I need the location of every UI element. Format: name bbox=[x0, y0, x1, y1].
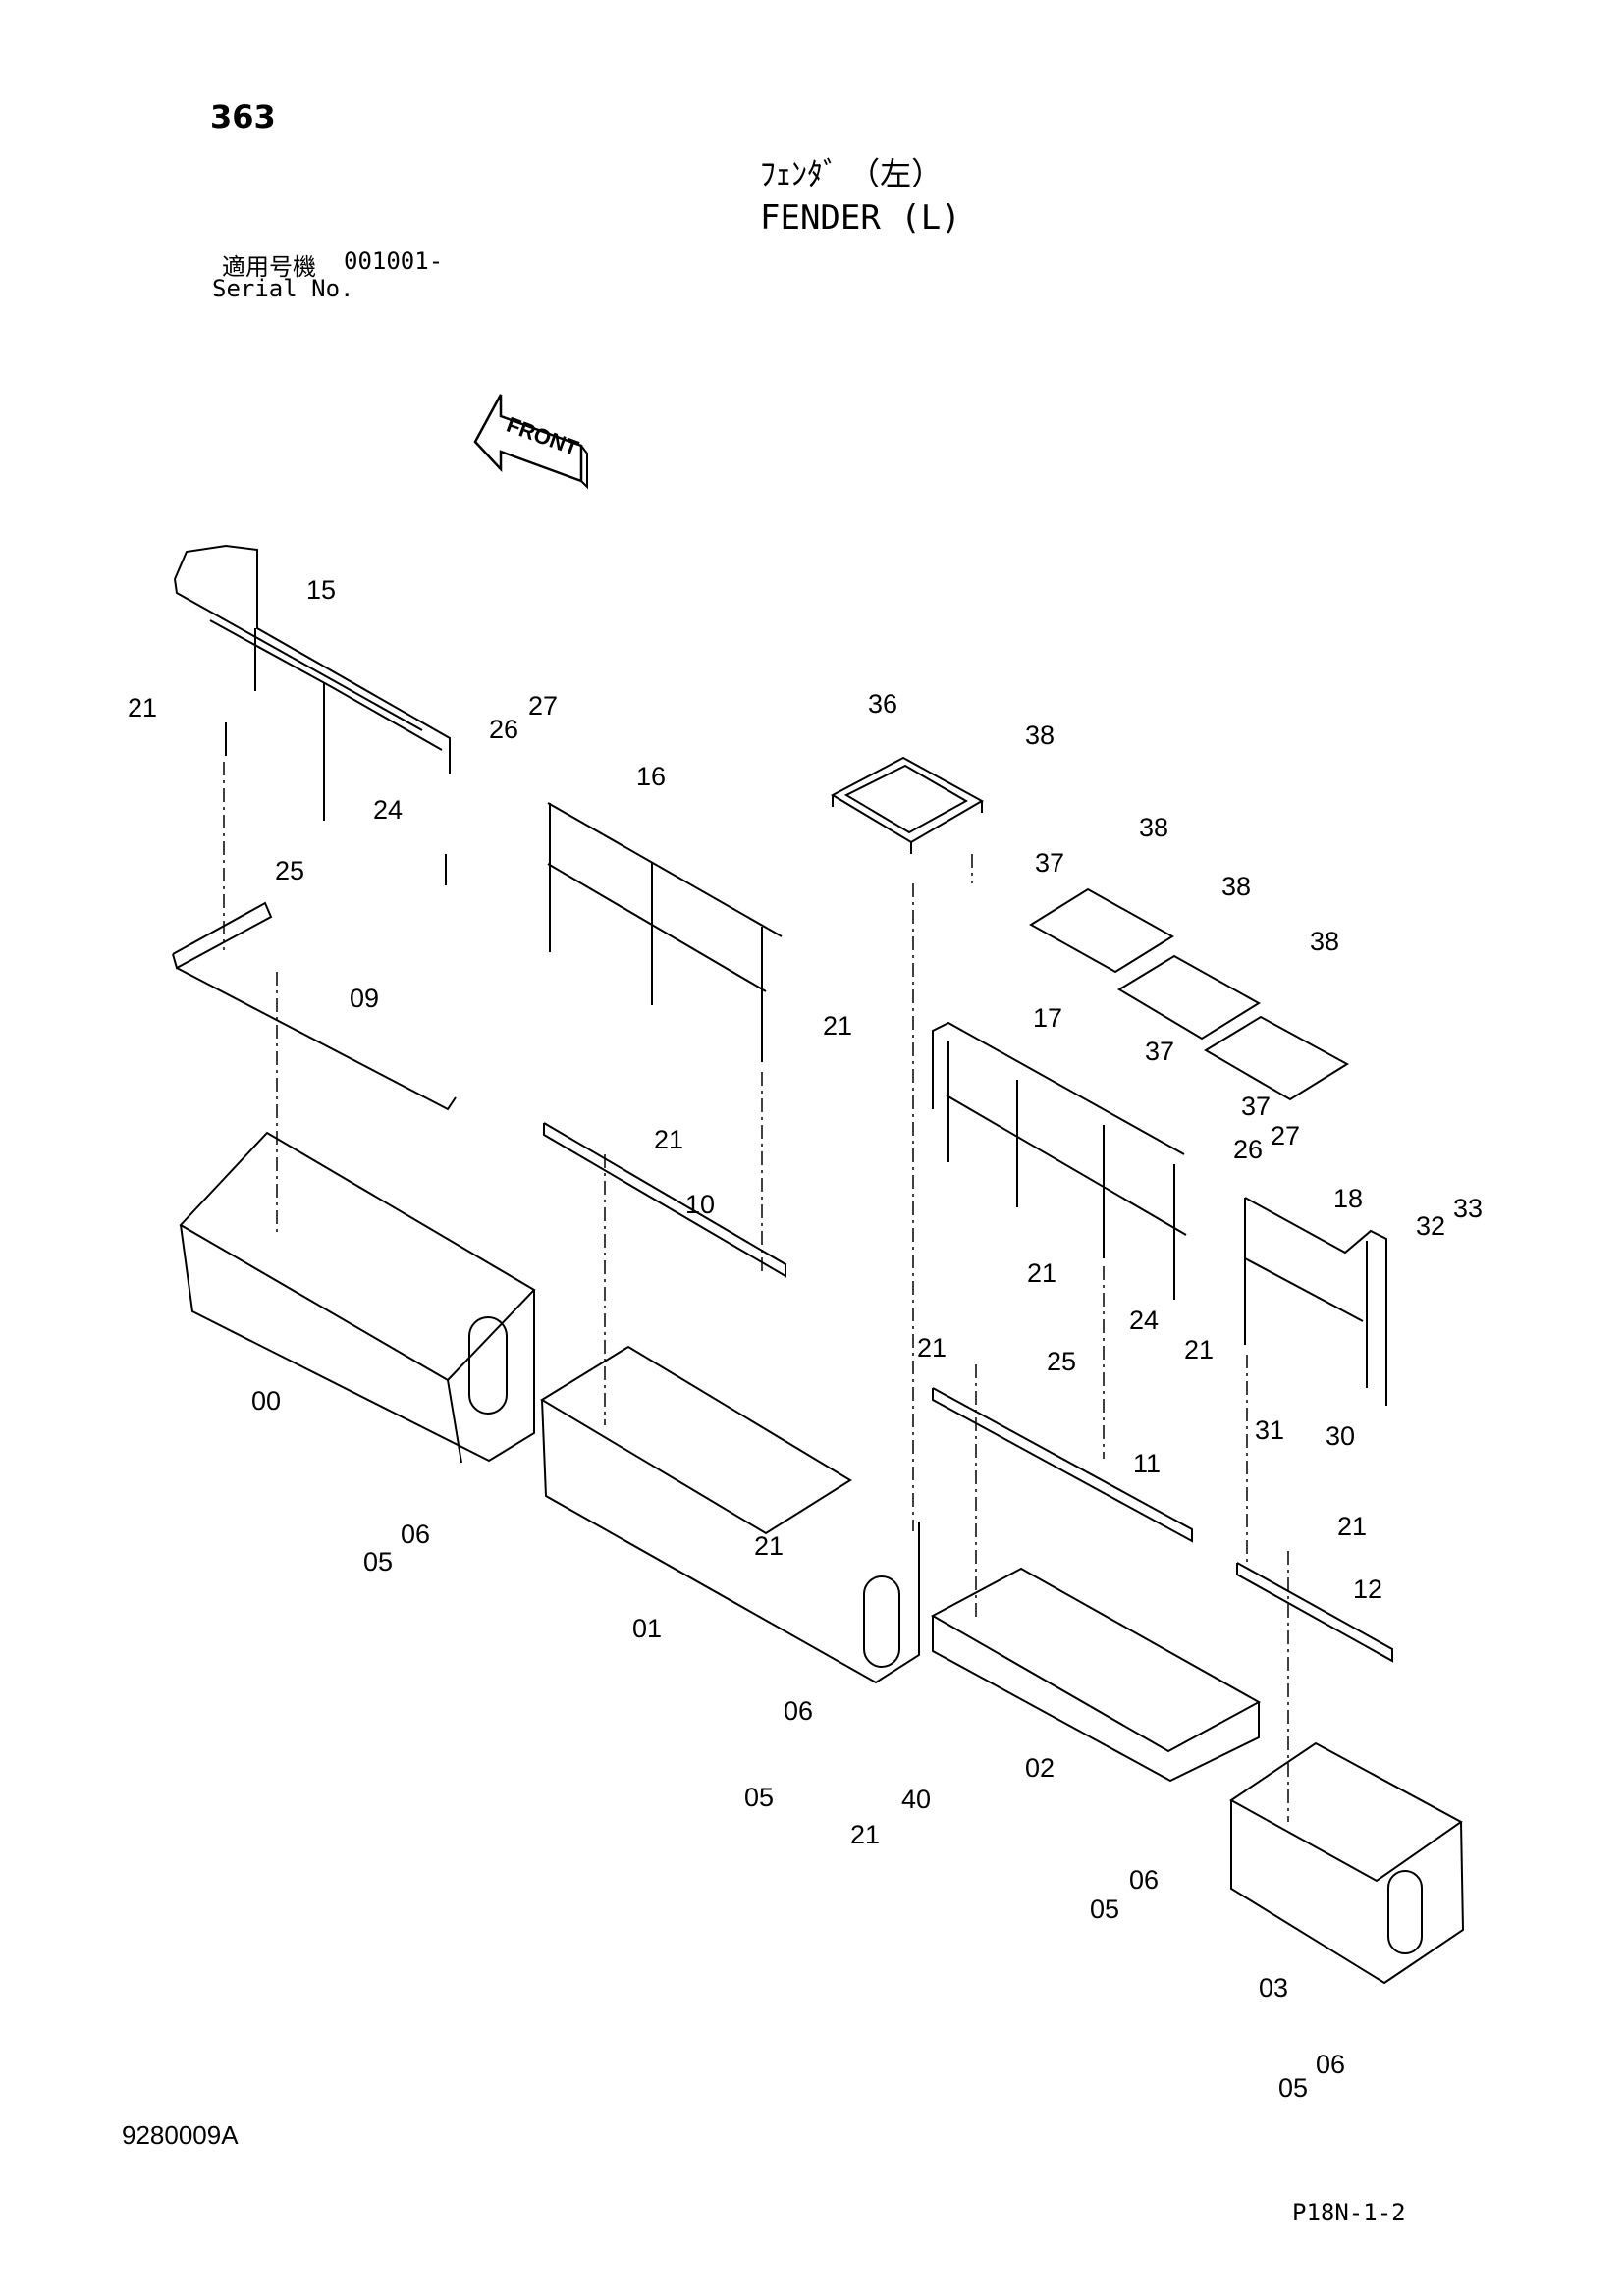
part-label: 37 bbox=[1145, 1037, 1174, 1066]
part-label: 24 bbox=[373, 795, 403, 825]
part-label: 02 bbox=[1025, 1753, 1055, 1783]
part-label: 21 bbox=[823, 1011, 852, 1041]
part-label: 03 bbox=[1259, 1973, 1288, 2002]
part-label: 38 bbox=[1139, 813, 1168, 842]
serial-label-english: Serial No. bbox=[212, 275, 354, 302]
part-label: 17 bbox=[1033, 1003, 1062, 1033]
part-label: 21 bbox=[1337, 1512, 1367, 1541]
part-label: 15 bbox=[306, 575, 336, 605]
part-label: 09 bbox=[350, 984, 379, 1013]
part-label: 06 bbox=[784, 1696, 813, 1726]
title-english: FENDER (L) bbox=[760, 198, 961, 238]
part-label: 24 bbox=[1129, 1306, 1159, 1335]
fender-box-part bbox=[540, 1345, 920, 1684]
part-label: 21 bbox=[754, 1531, 784, 1561]
serial-value: 001001- bbox=[344, 247, 444, 275]
part-labels: 15 21 26 27 24 25 16 36 38 21 09 37 38 3… bbox=[128, 575, 1483, 2103]
part-label: 01 bbox=[632, 1614, 662, 1643]
part-label: 32 bbox=[1416, 1211, 1445, 1241]
part-label: 30 bbox=[1326, 1421, 1355, 1451]
rail-part bbox=[1236, 1562, 1393, 1663]
part-label: 05 bbox=[744, 1783, 774, 1812]
handrail-part bbox=[932, 1021, 1187, 1300]
front-arrow-icon: FRONT bbox=[473, 394, 588, 490]
part-label: 25 bbox=[275, 856, 304, 885]
part-label: 05 bbox=[1278, 2073, 1308, 2103]
part-label: 16 bbox=[636, 762, 666, 791]
part-label: 06 bbox=[1316, 2050, 1345, 2079]
part-label: 26 bbox=[489, 715, 518, 744]
part-label: 21 bbox=[654, 1125, 683, 1154]
rail-part bbox=[172, 901, 457, 1111]
part-label: 38 bbox=[1025, 721, 1055, 750]
part-label: 38 bbox=[1221, 872, 1251, 901]
part-label: 05 bbox=[1090, 1895, 1119, 1924]
part-label: 27 bbox=[1271, 1121, 1300, 1150]
handrail-part bbox=[174, 544, 451, 885]
part-label: 12 bbox=[1353, 1575, 1382, 1604]
part-label: 36 bbox=[868, 689, 897, 719]
rail-part bbox=[932, 1387, 1193, 1543]
serial-label-japanese: 適用号機 bbox=[222, 253, 316, 281]
grating-part bbox=[1029, 887, 1349, 1101]
title-japanese: ﾌｪﾝﾀﾞ （左） bbox=[760, 155, 944, 192]
part-label: 18 bbox=[1333, 1184, 1363, 1213]
document-code: 9280009A bbox=[122, 2120, 239, 2150]
rail-part bbox=[543, 1122, 786, 1278]
part-label: 38 bbox=[1310, 927, 1339, 956]
part-label: 06 bbox=[401, 1520, 430, 1549]
part-label: 40 bbox=[901, 1785, 931, 1814]
part-label: 05 bbox=[363, 1547, 393, 1576]
frame-part bbox=[930, 1567, 1262, 1783]
part-label: 33 bbox=[1453, 1194, 1483, 1223]
part-label: 21 bbox=[1184, 1335, 1214, 1364]
grating-part bbox=[830, 756, 985, 854]
part-label: 27 bbox=[528, 691, 558, 721]
assembly-guide-lines bbox=[223, 762, 1289, 1822]
part-label: 25 bbox=[1047, 1347, 1076, 1376]
handrail-part bbox=[547, 802, 783, 1062]
part-label: 21 bbox=[1027, 1258, 1056, 1288]
part-label: 31 bbox=[1255, 1415, 1284, 1445]
part-label: 00 bbox=[251, 1386, 281, 1415]
page-number: 363 bbox=[210, 98, 276, 135]
handrail-part bbox=[1244, 1197, 1387, 1406]
fender-box-part bbox=[179, 1131, 536, 1464]
part-label: 37 bbox=[1035, 848, 1064, 878]
part-label: 21 bbox=[128, 693, 157, 722]
part-label: 06 bbox=[1129, 1865, 1159, 1895]
part-label: 26 bbox=[1233, 1135, 1263, 1164]
part-label: 21 bbox=[850, 1820, 880, 1849]
part-label: 11 bbox=[1133, 1449, 1161, 1478]
page-reference: P18N-1-2 bbox=[1292, 2199, 1406, 2226]
part-label: 37 bbox=[1241, 1092, 1271, 1121]
part-label: 21 bbox=[917, 1333, 947, 1362]
part-label: 10 bbox=[685, 1190, 715, 1219]
fender-box-part bbox=[1229, 1741, 1465, 1985]
